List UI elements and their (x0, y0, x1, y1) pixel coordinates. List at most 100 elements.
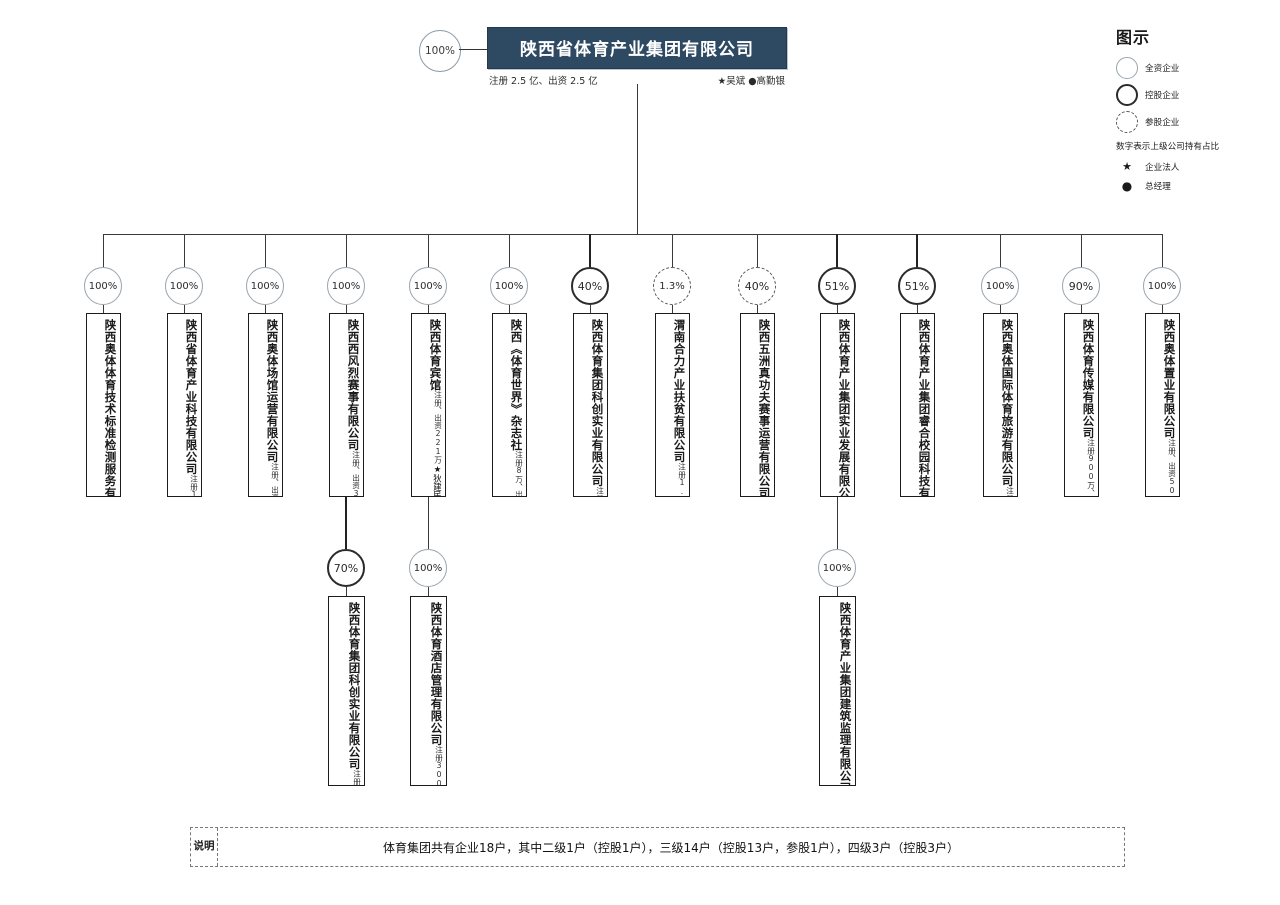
percent-badge-l3-4: 100% (409, 267, 447, 305)
company-node-l3-6[interactable]: 陕西体育集团科创实业有限公司注册500万、出资200万★高勤银●高勤银 (572, 313, 608, 497)
legend-label-full: 全资企业 (1145, 64, 1180, 74)
connector-line (1081, 305, 1082, 313)
legend-label-share: 参股企业 (1145, 118, 1180, 128)
company-capital: 注册、出资500万 (1167, 439, 1177, 497)
percent-badge-l3-3: 100% (327, 267, 365, 305)
controlling-ownership-circle-icon (1116, 84, 1138, 106)
company-node-l3-7[interactable]: 渭南合力产业扶贫有限公司注册1.2亿、出资500万★张军春●李晓红 (654, 313, 690, 497)
percent-badge-l3-2: 100% (246, 267, 284, 305)
root-company-node[interactable]: 陕西省体育产业集团有限公司 注册 2.5 亿、出资 2.5 亿 ★吴斌●高勤银 (487, 27, 787, 87)
company-capital: 注册1000万、出资1000万 (172, 475, 199, 496)
root-percent-connector (459, 49, 487, 50)
company-name: 陕西体育产业集团实业发展有限公司 (837, 319, 852, 497)
company-node-l3-2[interactable]: 陕西奥体场馆运营有限公司注册、出资620.08万★张伟●张伟 (247, 313, 283, 497)
company-node-l4-2[interactable]: 陕西体育产业集团建筑监理有限公司注册100万、出资100万★赵跃旗●赵跃旗 (818, 596, 856, 786)
connector-line (837, 497, 838, 549)
root-company-meta: 注册 2.5 亿、出资 2.5 亿 ★吴斌●高勤银 (487, 69, 787, 87)
legend-item-hold: 控股企业 (1116, 84, 1266, 106)
percent-badge-l3-0: 100% (84, 267, 122, 305)
connector-line (916, 234, 918, 267)
root-legal-person: ★吴斌 (717, 76, 746, 87)
company-node-l3-11[interactable]: 陕西奥体国际体育旅游有限公司注册980万、出资500万★关敏●关敏 (982, 313, 1018, 497)
percent-badge-l3-10: 51% (898, 267, 936, 305)
percent-badge-l4-0: 70% (327, 549, 365, 587)
filled-circle-icon: ● (1121, 179, 1133, 193)
connector-line (1162, 305, 1163, 313)
company-node-l3-10[interactable]: 陕西体育产业集团睿合校园科技有限公司注册5000万、出资2550万★李军●谢瑞敏 (899, 313, 935, 497)
connector-line (757, 234, 758, 267)
company-name: 陕西奥体体育技术标准检测服务有限公司 (103, 319, 118, 497)
legend-note: 数字表示上级公司持有占比 (1116, 142, 1220, 152)
connector-line (757, 305, 758, 313)
legend-label-legal-person: 企业法人 (1145, 162, 1180, 173)
connector-line (836, 234, 838, 267)
company-capital: 注册、出资300万 (351, 451, 361, 497)
company-node-l4-0[interactable]: 陕西体育集团科创实业有限公司注册 500 万、出资 350 万★狄建民●狄建民 (327, 596, 365, 786)
connector-line (428, 305, 429, 313)
percent-badge-l3-9: 51% (818, 267, 856, 305)
company-capital: 注册8万、出资8万 (514, 451, 524, 497)
legend-label-manager: 总经理 (1145, 182, 1171, 192)
root-trunk-line (637, 84, 638, 234)
footer-note: 说明 体育集团共有企业18户，其中二级1户（控股1户），三级14户（控股13户，… (190, 827, 1125, 867)
company-node-l4-1[interactable]: 陕西体育酒店管理有限公司注册3000万、出资3000万★司亚云●司亚云 (409, 596, 447, 786)
company-capital: 注册900万、出资620万 (1086, 439, 1096, 497)
company-name: 陕西《体育世界》杂志社 (509, 319, 524, 451)
company-name: 陕西体育产业集团睿合校园科技有限公司 (917, 319, 932, 497)
percent-badge-l4-1: 100% (409, 549, 447, 587)
percent-badge-l3-8: 40% (738, 267, 776, 305)
company-capital: 注册500万、出资200万 (578, 487, 605, 496)
legend-title: 图示 (1116, 28, 1151, 47)
company-name: 陕西奥体国际体育旅游有限公司 (1000, 319, 1015, 487)
connector-line (509, 305, 510, 313)
company-name: 陕西体育传媒有限公司 (1081, 319, 1096, 439)
connector-line (917, 305, 918, 313)
root-capital: 注册 2.5 亿、出资 2.5 亿 (489, 76, 598, 87)
company-name: 陕西奥体场馆运营有限公司 (265, 319, 280, 463)
percent-badge-l3-5: 100% (490, 267, 528, 305)
root-company-title: 陕西省体育产业集团有限公司 (487, 27, 787, 69)
percent-badge-l3-1: 100% (165, 267, 203, 305)
connector-line (345, 497, 347, 549)
company-name: 陕西体育产业集团建筑监理有限公司 (838, 602, 853, 786)
percent-badge-l3-13: 100% (1143, 267, 1181, 305)
root-manager: ●高勤银 (748, 76, 785, 87)
connector-line (1000, 305, 1001, 313)
company-node-l3-0[interactable]: 陕西奥体体育技术标准检测服务有限公司注册1000万、出资1000万★司亚云●司亚… (85, 313, 121, 497)
legend-item-share: 参股企业 (1116, 111, 1266, 133)
connector-line (184, 305, 185, 313)
connector-line (590, 305, 591, 313)
connector-line (346, 234, 347, 267)
connector-line (346, 305, 347, 313)
connector-line (428, 234, 429, 267)
company-node-l3-1[interactable]: 陕西省体育产业科技有限公司注册1000万、出资1000万★高勤银●高勤银 (166, 313, 202, 497)
connector-line (1000, 234, 1001, 267)
connector-line (1162, 234, 1163, 267)
star-icon: ★ (1122, 160, 1132, 173)
connector-line (672, 234, 673, 267)
company-name: 陕西体育酒店管理有限公司 (429, 602, 444, 746)
company-name: 陕西体育集团科创实业有限公司 (590, 319, 605, 487)
company-node-l3-8[interactable]: 陕西五洲真功夫赛事运营有限公司注册5000万、出资2000万★田苏辉●田苏辉 (739, 313, 775, 497)
company-name: 陕西五洲真功夫赛事运营有限公司 (757, 319, 772, 497)
legend-mark-manager: ● 总经理 (1116, 179, 1266, 193)
legend-label-hold: 控股企业 (1145, 91, 1180, 101)
company-node-l3-9[interactable]: 陕西体育产业集团实业发展有限公司注册1000万、出资510万★赵跃旗●闫庆勇 (819, 313, 855, 497)
company-name: 陕西西风烈赛事有限公司 (346, 319, 361, 451)
company-capital: 注册 500 万、出资 350 万 (333, 770, 362, 785)
connector-line (346, 587, 347, 596)
company-people: ★狄建民●牟汉文 (416, 464, 443, 496)
percent-badge-l3-7: 1.3% (653, 267, 691, 305)
company-capital: 注册、出资221万 (433, 391, 443, 464)
legend-mark-legal-person: ★ 企业法人 (1116, 160, 1266, 173)
connector-line (428, 587, 429, 596)
footer-note-text: 体育集团共有企业18户，其中二级1户（控股1户），三级14户（控股13户，参股1… (383, 840, 959, 855)
connector-line (837, 305, 838, 313)
company-name: 陕西体育宾馆 (428, 319, 443, 391)
root-percent-badge: 100% (419, 30, 461, 72)
